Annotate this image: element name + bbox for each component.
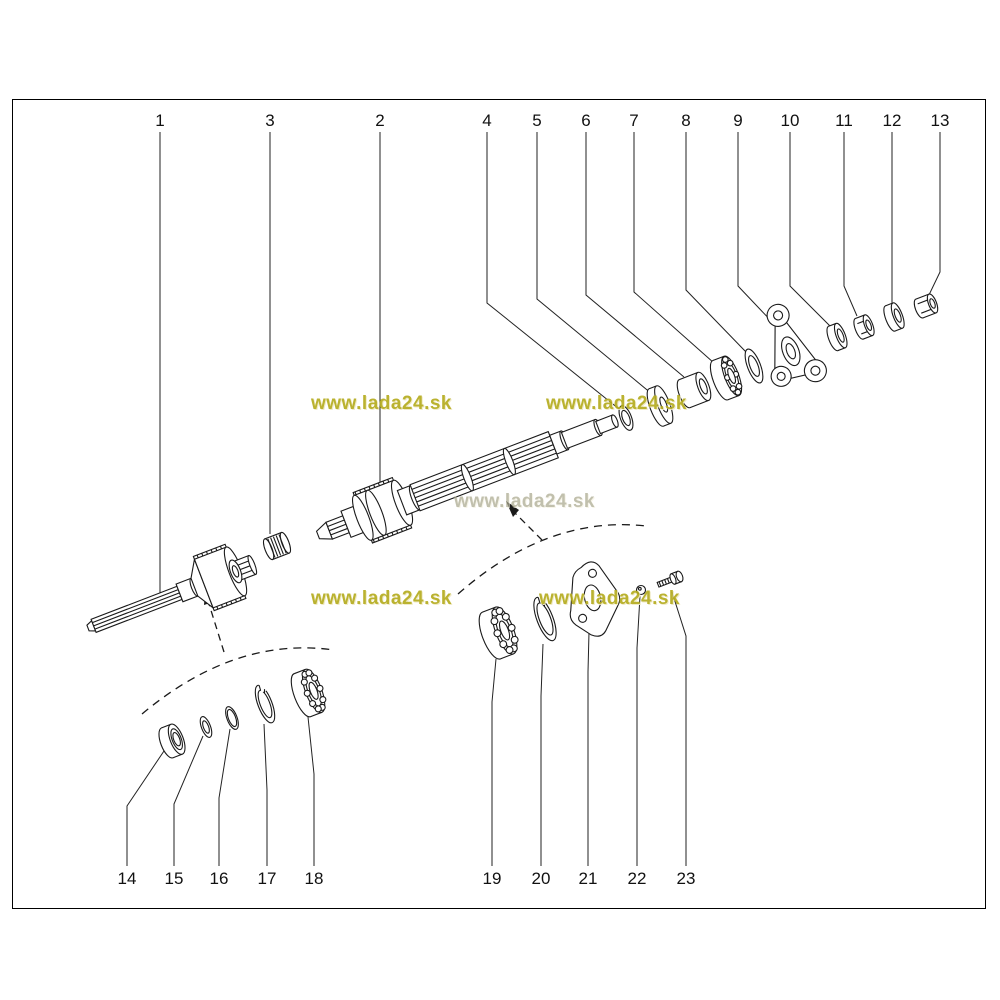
ring-drawing-16 — [225, 706, 239, 730]
watermark-text: www.lada24.sk — [539, 588, 680, 609]
callout-20: 20 — [531, 869, 551, 888]
callout-22: 22 — [627, 869, 647, 888]
leader-lines — [126, 132, 941, 866]
ring-drawing-8 — [744, 348, 764, 384]
ball-drawing-22 — [635, 584, 647, 596]
callout-18: 18 — [304, 869, 324, 888]
callout-21: 21 — [578, 869, 598, 888]
snap-ring-drawing-17 — [254, 679, 276, 724]
callout-16: 16 — [209, 869, 229, 888]
washer-drawing-12 — [883, 302, 905, 332]
bolt-drawing-23 — [656, 570, 684, 588]
callout-11: 11 — [835, 111, 853, 130]
flange-drawing-9 — [766, 303, 827, 387]
callout-1: 1 — [155, 111, 165, 130]
nut-drawing-13 — [913, 293, 939, 319]
snap-ring-drawing-20 — [533, 589, 557, 642]
spacer-drawing-6 — [676, 371, 712, 409]
callout-12: 12 — [882, 111, 902, 130]
callout-5: 5 — [532, 111, 542, 130]
callout-4: 4 — [482, 111, 492, 130]
callout-14: 14 — [117, 869, 137, 888]
callout-2: 2 — [375, 111, 385, 130]
callout-3: 3 — [265, 111, 275, 130]
arrow-head-icon — [506, 501, 519, 517]
needle-cage-drawing-3 — [262, 531, 292, 561]
callout-6: 6 — [581, 111, 591, 130]
plate-drawing-21 — [569, 561, 621, 637]
input-shaft-drawing-1 — [86, 543, 258, 634]
watermark-text: www.lada24.sk — [454, 491, 595, 512]
washer-drawing-4 — [618, 405, 634, 431]
washer-drawing-15 — [199, 716, 213, 738]
washer-drawing-5 — [646, 385, 674, 427]
nut-drawing-11 — [853, 314, 875, 340]
callout-23: 23 — [676, 869, 696, 888]
callout-17: 17 — [257, 869, 277, 888]
bearing-drawing-7 — [709, 355, 743, 401]
callout-13: 13 — [930, 111, 950, 130]
diagram-border — [12, 99, 986, 909]
bearing-drawing-19 — [478, 606, 519, 660]
callout-8: 8 — [681, 111, 691, 130]
watermark-text: www.lada24.sk — [311, 393, 452, 414]
callout-19: 19 — [482, 869, 502, 888]
washer-drawing-10 — [826, 322, 848, 352]
watermark-text: www.lada24.sk — [311, 588, 452, 609]
seal-drawing-14 — [158, 723, 186, 759]
main-shaft-drawing-2 — [315, 414, 619, 544]
callout-10: 10 — [780, 111, 800, 130]
callout-9: 9 — [733, 111, 743, 130]
callout-7: 7 — [629, 111, 639, 130]
callout-15: 15 — [164, 869, 184, 888]
parts-drawings — [86, 293, 939, 759]
bearing-drawing-18 — [290, 668, 327, 718]
watermark-text: www.lada24.sk — [546, 393, 687, 414]
